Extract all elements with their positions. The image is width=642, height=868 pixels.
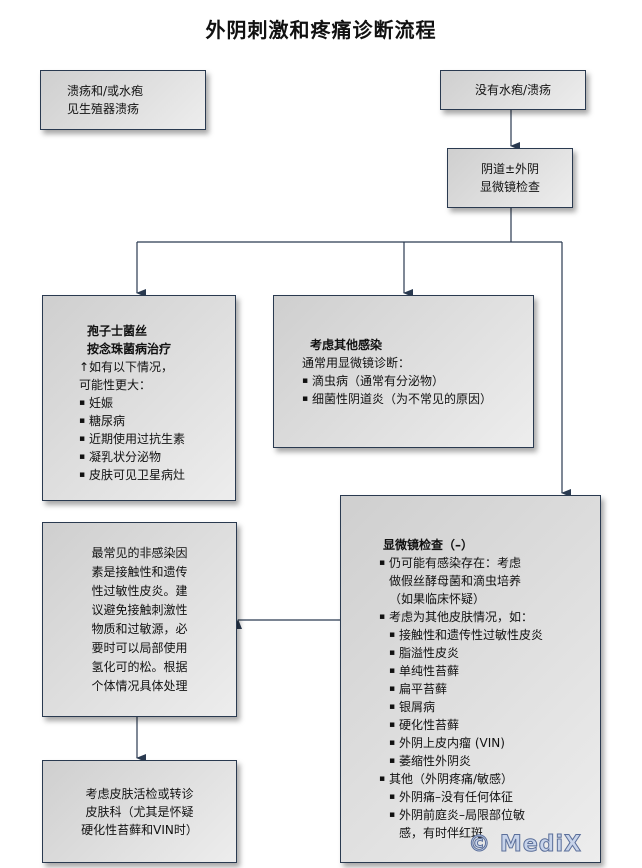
list-item: 外阴痛–没有任何体征 <box>389 788 600 806</box>
other-infection-intro: 通常用显微镜诊断： <box>302 356 411 370</box>
candida-factors: 妊娠 糖尿病 近期使用过抗生素 凝乳状分泌物 皮肤可见卫星病灶 <box>79 394 235 484</box>
candida-heading-2: 按念珠菌病治疗 <box>87 342 172 356</box>
list-item: 外阴前庭炎–局限部位敏 感，有时伴红斑 <box>389 806 600 842</box>
list-item: 脂溢性皮炎 <box>389 644 600 662</box>
box-noninfective: 最常见的非感染因 素是接触性和遗传 性过敏性皮炎。建 议避免接触刺激性 物质和过… <box>42 522 237 717</box>
list-item: 其他（外阴疼痛/敏感） 外阴痛–没有任何体征 外阴前庭炎–局限部位敏 感，有时伴… <box>379 770 600 842</box>
list-item: 单纯性苔藓 <box>389 662 600 680</box>
list-item-label: 其他（外阴疼痛/敏感） <box>389 772 514 786</box>
negative-heading: 显微镜检查（–） <box>383 538 474 552</box>
other-infection-heading: 考虑其他感染 <box>310 338 383 352</box>
list-item: 凝乳状分泌物 <box>79 448 235 466</box>
list-item: 硬化性苔藓 <box>389 716 600 734</box>
list-item: 皮肤可见卫星病灶 <box>79 466 235 484</box>
list-item-label: 考虑为其他皮肤情况，如： <box>389 610 534 624</box>
list-item: 接触性和遗传性过敏性皮炎 <box>389 626 600 644</box>
list-item: 滴虫病（通常有分泌物） <box>302 372 533 390</box>
list-item: 扁平苔藓 <box>389 680 600 698</box>
pain-list: 外阴痛–没有任何体征 外阴前庭炎–局限部位敏 感，有时伴红斑 <box>389 788 600 842</box>
candida-heading-1: 孢子士菌丝 <box>87 324 148 338</box>
box-candida: 孢子士菌丝 按念珠菌病治疗 ↑如有以下情况， 可能性更大： 妊娠 糖尿病 近期使… <box>42 295 236 501</box>
list-item: 仍可能有感染存在：考虑 做假丝酵母菌和滴虫培养 （如果临床怀疑） <box>379 554 600 608</box>
box-no-ulcer: 没有水疱/溃疡 <box>440 70 586 110</box>
list-item: 糖尿病 <box>79 412 235 430</box>
list-item: 银屑病 <box>389 698 600 716</box>
box-other-infection: 考虑其他感染 通常用显微镜诊断： 滴虫病（通常有分泌物） 细菌性阴道炎（为不常见… <box>273 295 534 448</box>
list-item: 近期使用过抗生素 <box>79 430 235 448</box>
box-microscopy-negative: 显微镜检查（–） 仍可能有感染存在：考虑 做假丝酵母菌和滴虫培养 （如果临床怀疑… <box>340 495 601 863</box>
list-item: 考虑为其他皮肤情况，如： 接触性和遗传性过敏性皮炎 脂溢性皮炎 单纯性苔藓 扁平… <box>379 608 600 770</box>
page-title: 外阴刺激和疼痛诊断流程 <box>205 18 437 42</box>
other-infection-list: 滴虫病（通常有分泌物） 细菌性阴道炎（为不常见的原因） <box>302 372 533 408</box>
box-microscopy: 阴道±外阴 显微镜检查 <box>447 148 573 208</box>
list-item: 外阴上皮内瘤 (VIN) <box>389 734 600 752</box>
list-item: 细菌性阴道炎（为不常见的原因） <box>302 390 533 408</box>
list-item: 萎缩性外阴炎 <box>389 752 600 770</box>
box-biopsy: 考虑皮肤活检或转诊 皮肤科（尤其是怀疑 硬化性苔藓和VIN时） <box>42 760 237 863</box>
candida-intro: ↑如有以下情况， 可能性更大： <box>79 360 174 392</box>
list-item: 妊娠 <box>79 394 235 412</box>
negative-list: 仍可能有感染存在：考虑 做假丝酵母菌和滴虫培养 （如果临床怀疑） 考虑为其他皮肤… <box>379 554 600 842</box>
medix-watermark: © MediX <box>468 832 582 857</box>
skin-conditions-list: 接触性和遗传性过敏性皮炎 脂溢性皮炎 单纯性苔藓 扁平苔藓 银屑病 硬化性苔藓 … <box>389 626 600 770</box>
box-ulcer: 溃疡和/或水疱 见生殖器溃疡 <box>40 70 206 130</box>
